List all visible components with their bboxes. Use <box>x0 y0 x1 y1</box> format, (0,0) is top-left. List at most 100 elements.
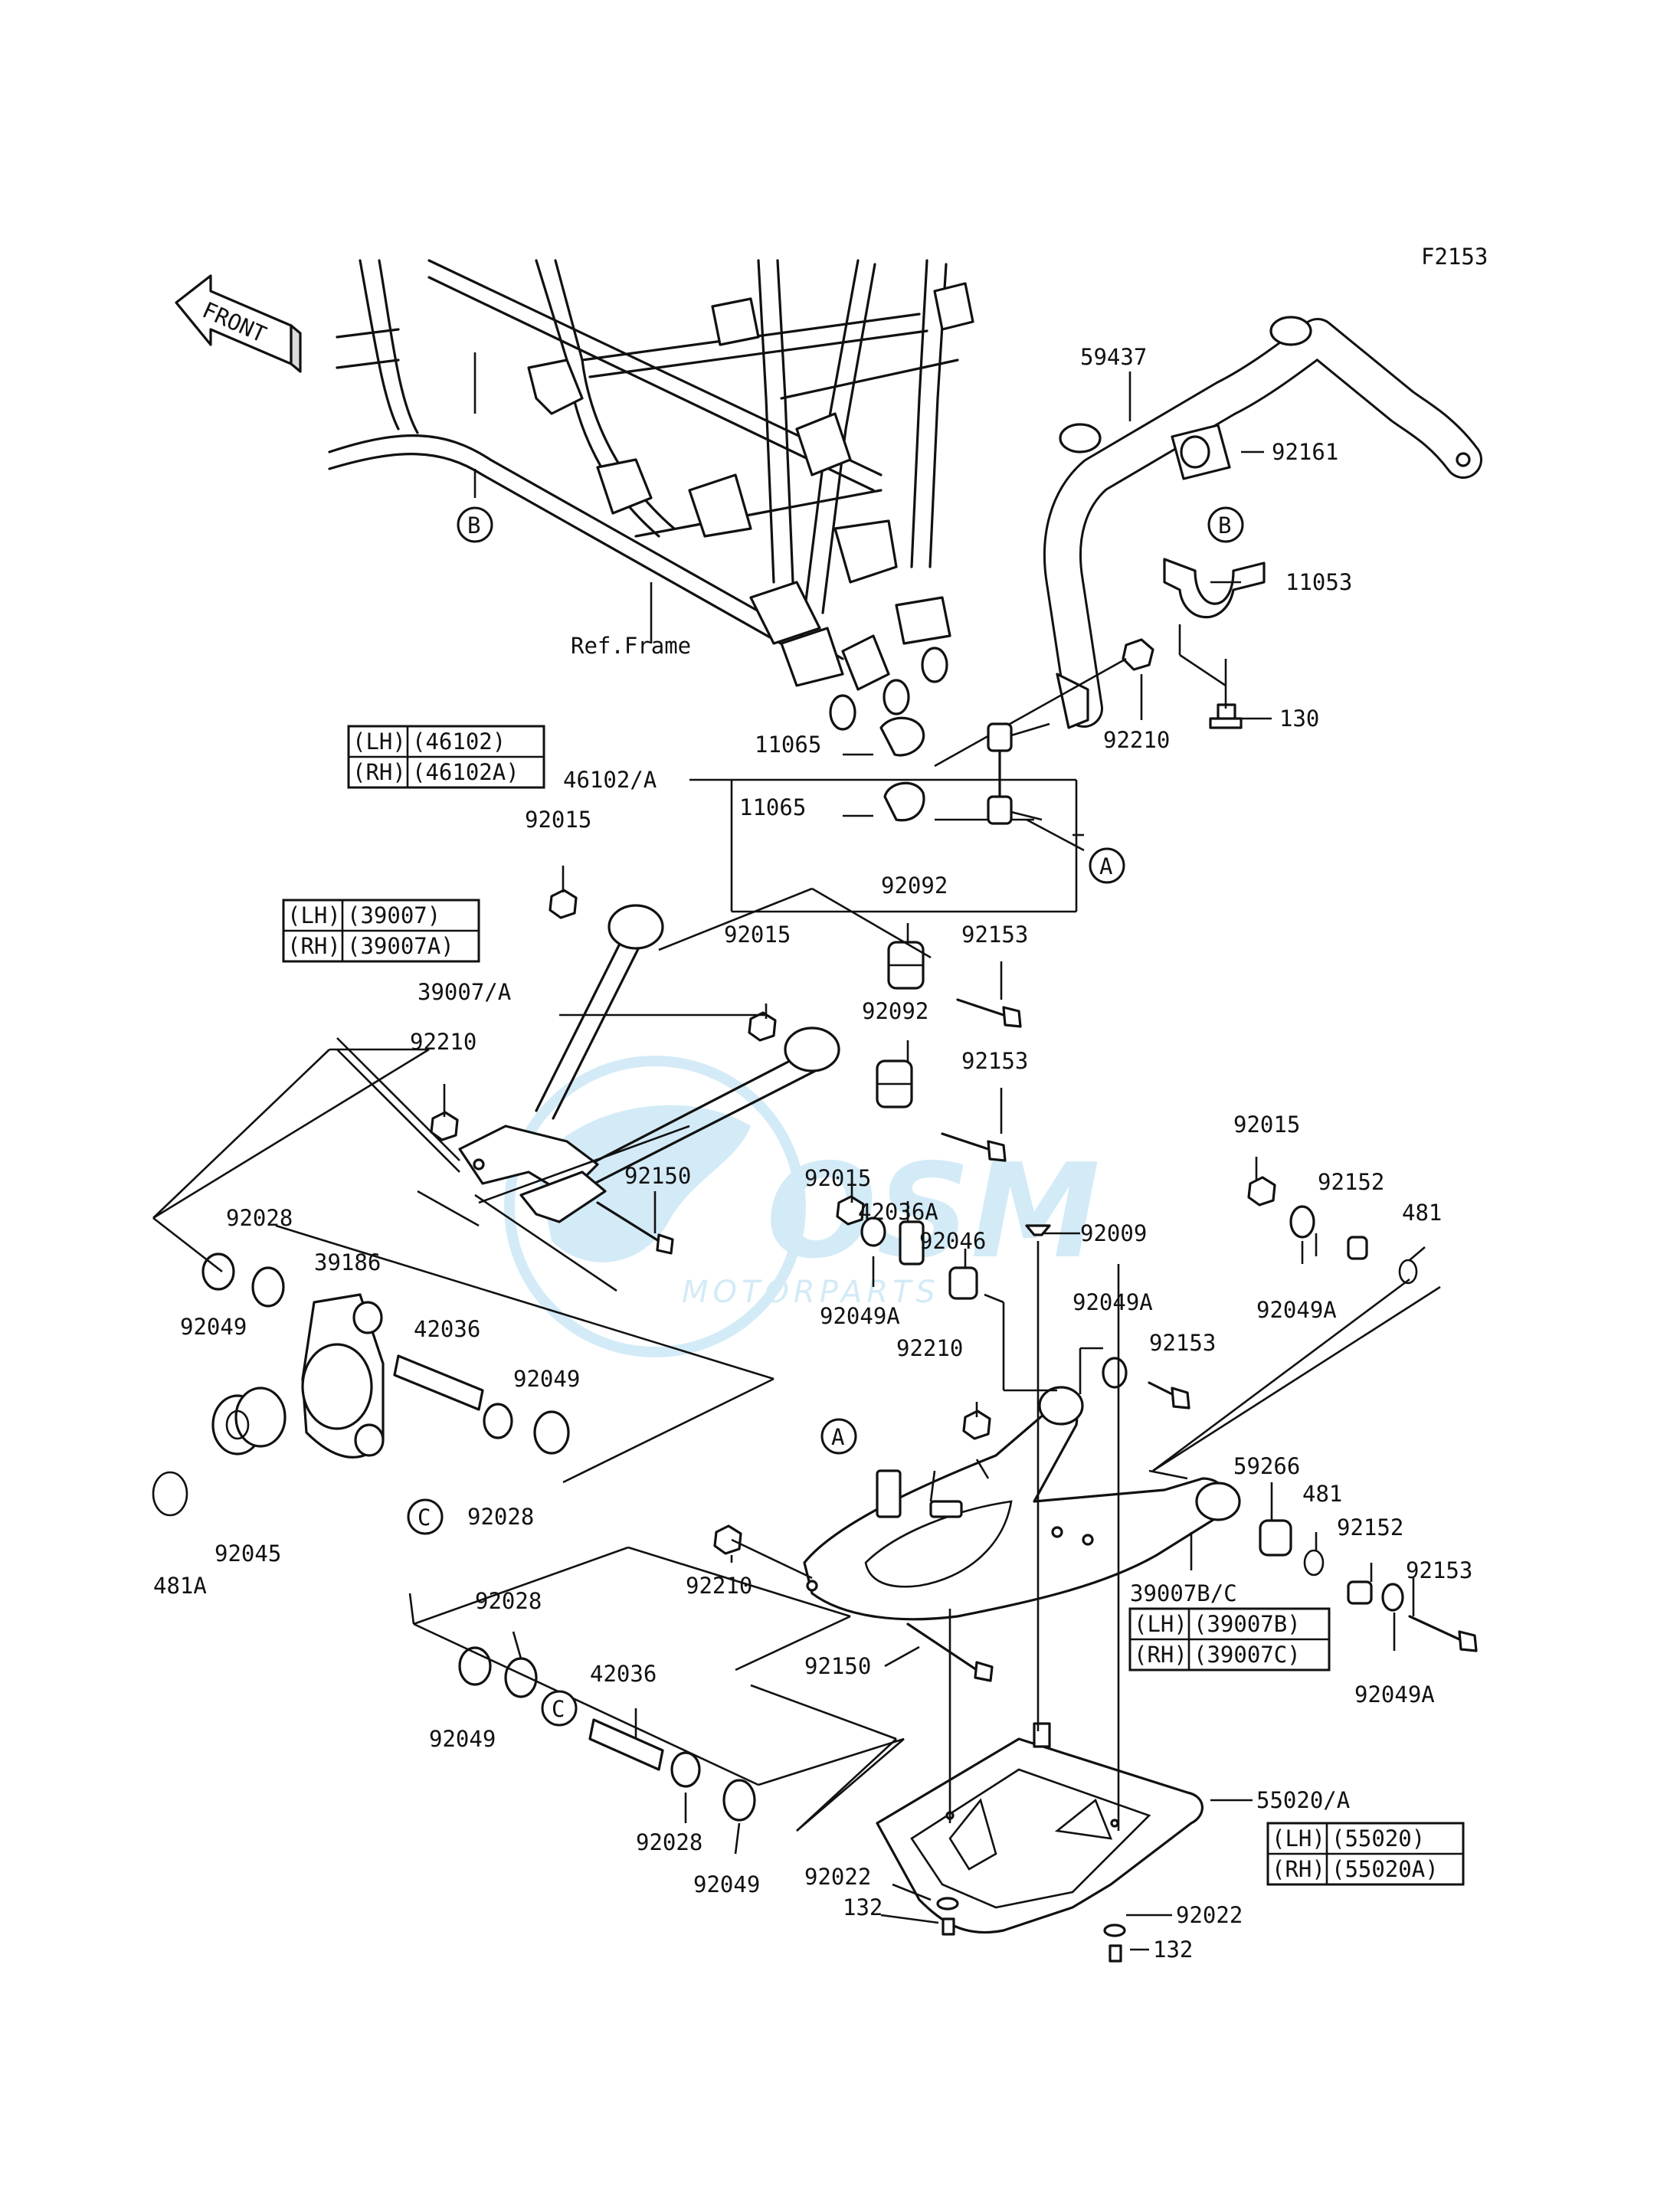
nut-92210-stab <box>1122 638 1154 671</box>
callout-c-knuckle: C <box>407 1498 444 1535</box>
svg-text:(RH): (RH) <box>1272 1856 1325 1882</box>
svg-text:(39007B): (39007B) <box>1194 1611 1301 1637</box>
svg-text:(55020): (55020) <box>1331 1825 1425 1852</box>
label-11053: 11053 <box>1285 569 1352 595</box>
label-92049-right: 92049 <box>513 1366 580 1392</box>
label-92210-mid: 92210 <box>896 1335 963 1361</box>
lower-arm-39007bc <box>713 1176 1478 1682</box>
ref-frame-label: Ref.Frame <box>571 633 691 659</box>
label-46102a: 46102/A <box>563 767 657 793</box>
label-92150-lower: 92150 <box>804 1653 871 1679</box>
label-92153-upper: 92153 <box>961 922 1028 948</box>
label-11065-b: 11065 <box>739 794 806 820</box>
callout-c-bottom: C <box>541 1690 578 1727</box>
bushing-92161 <box>1171 424 1231 480</box>
label-42036-bottom: 42036 <box>590 1661 657 1687</box>
svg-text:(LH): (LH) <box>1134 1611 1187 1637</box>
label-92049a-mid: 92049A <box>820 1303 900 1329</box>
label-92150-upper: 92150 <box>624 1163 691 1189</box>
svg-text:(55020A): (55020A) <box>1331 1856 1439 1882</box>
front-arrow-icon: FRONT <box>175 274 302 373</box>
label-92015-mid: 92015 <box>724 922 791 948</box>
frame-illustration <box>328 259 974 731</box>
label-130: 130 <box>1279 706 1319 732</box>
label-39186: 39186 <box>314 1249 381 1275</box>
label-92092-mid: 92092 <box>862 998 928 1024</box>
label-59266: 59266 <box>1233 1453 1300 1479</box>
bolt-130 <box>1209 703 1243 729</box>
lower-pivot-hardware <box>458 1646 756 1822</box>
label-92022-right: 92022 <box>1176 1902 1243 1928</box>
skid-plate-55020 <box>876 1722 1204 1963</box>
label-92210-upper-arm: 92210 <box>410 1029 476 1055</box>
label-92015-upper: 92015 <box>525 807 591 833</box>
figure-code: F2153 <box>1421 244 1488 270</box>
label-92049-bottom-a: 92049 <box>429 1726 496 1752</box>
box-55020: (LH) (55020) (RH) (55020A) <box>1266 1822 1465 1886</box>
label-92210-lower: 92210 <box>686 1573 752 1599</box>
box-39007: (LH) (39007) (RH) (39007A) <box>282 899 480 963</box>
label-92009: 92009 <box>1080 1220 1147 1246</box>
label-92022-left: 92022 <box>804 1864 871 1890</box>
label-42036-knuckle: 42036 <box>414 1316 480 1342</box>
stabilizer-bar <box>1043 316 1482 729</box>
svg-text:C: C <box>552 1696 565 1722</box>
label-481-lower: 481 <box>1302 1481 1342 1507</box>
label-92028-bottom-b: 92028 <box>636 1829 702 1855</box>
label-481a: 481A <box>153 1573 207 1599</box>
clamp-11053 <box>1163 558 1266 619</box>
svg-text:A: A <box>831 1424 844 1450</box>
watermark-sub: MOTORPARTS <box>682 1275 940 1310</box>
label-55020a: 55020/A <box>1256 1787 1350 1813</box>
label-39007bc: 39007B/C <box>1130 1580 1237 1606</box>
callout-b-clamp: B <box>1207 506 1244 543</box>
watermark-logo: OSM MOTORPARTS <box>504 1056 1100 1357</box>
label-92152-lower: 92152 <box>1337 1514 1403 1541</box>
label-92049-bottom-b: 92049 <box>693 1871 760 1897</box>
svg-text:(LH): (LH) <box>352 729 406 755</box>
svg-text:(RH): (RH) <box>352 759 406 785</box>
label-11065-a: 11065 <box>755 732 821 758</box>
label-92045: 92045 <box>215 1541 281 1567</box>
svg-text:(39007): (39007) <box>347 902 440 928</box>
label-92161: 92161 <box>1272 439 1338 465</box>
label-92015-right: 92015 <box>804 1165 871 1191</box>
label-92028-bottom-a: 92028 <box>475 1588 542 1614</box>
svg-text:B: B <box>467 512 480 539</box>
label-92092-upper: 92092 <box>881 873 948 899</box>
label-92153-mid: 92153 <box>961 1048 1028 1074</box>
knuckle-39186 <box>152 1252 570 1517</box>
svg-text:(46102A): (46102A) <box>412 759 519 785</box>
svg-text:(LH): (LH) <box>287 902 341 928</box>
upper-arm-39007 <box>458 904 840 1223</box>
svg-text:(39007A): (39007A) <box>347 933 454 959</box>
svg-text:(RH): (RH) <box>287 933 341 959</box>
label-92015-far: 92015 <box>1233 1112 1300 1138</box>
svg-text:A: A <box>1099 853 1112 879</box>
callout-b-frame: B <box>457 506 493 543</box>
label-92210-stab: 92210 <box>1103 727 1170 753</box>
label-92049a-lower: 92049A <box>1073 1289 1153 1315</box>
label-92152-far: 92152 <box>1318 1169 1384 1195</box>
box-39007bc: (LH) (39007B) (RH) (39007C) <box>1128 1607 1331 1671</box>
box-46102: (LH) (46102) (RH) (46102A) <box>347 725 545 789</box>
joint-46102 <box>879 657 1127 825</box>
label-92049a-far: 92049A <box>1256 1297 1337 1323</box>
svg-text:(39007C): (39007C) <box>1194 1642 1301 1668</box>
svg-text:C: C <box>418 1505 431 1531</box>
label-92028-knuckle: 92028 <box>467 1504 534 1530</box>
svg-text:B: B <box>1218 512 1231 539</box>
label-481-far: 481 <box>1402 1200 1442 1226</box>
label-59437: 59437 <box>1080 344 1147 370</box>
label-132-left: 132 <box>843 1894 883 1920</box>
label-42036a: 42036A <box>858 1199 938 1225</box>
label-92153-lower: 92153 <box>1406 1557 1472 1583</box>
svg-text:(LH): (LH) <box>1272 1825 1325 1852</box>
label-92049a-bottom: 92049A <box>1354 1681 1435 1708</box>
leader-lines <box>152 352 1441 1951</box>
label-92153-lowerarm: 92153 <box>1149 1330 1216 1356</box>
label-39007a: 39007/A <box>418 979 511 1005</box>
label-92028-top: 92028 <box>226 1205 293 1231</box>
svg-text:(RH): (RH) <box>1134 1642 1187 1668</box>
